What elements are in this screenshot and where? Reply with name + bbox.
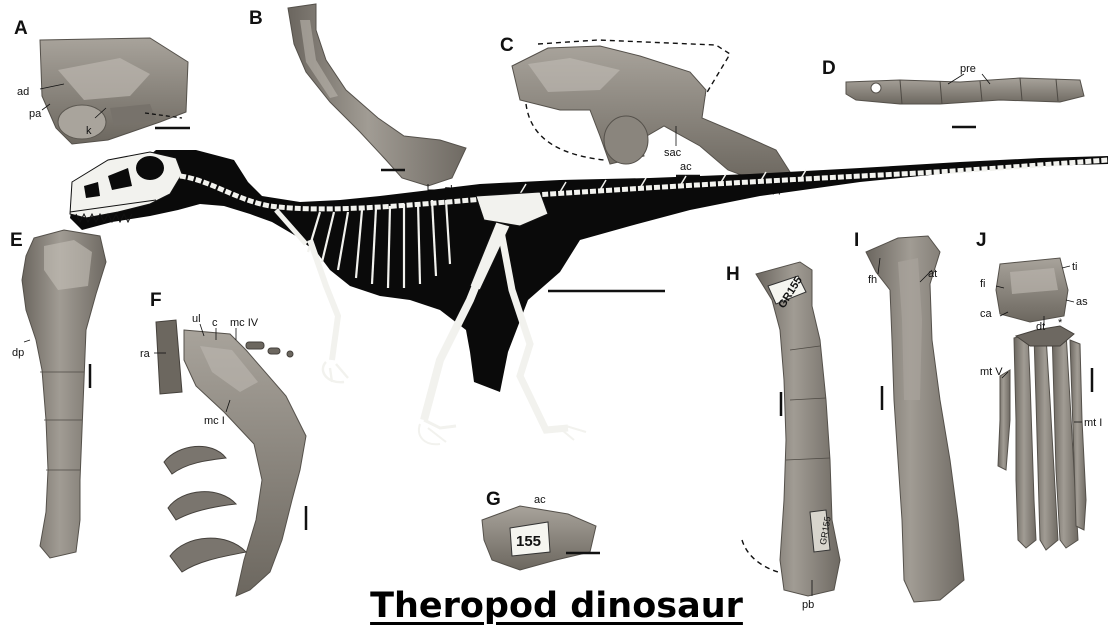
panel-h: H GR155 GR155 pb xyxy=(726,262,840,611)
panel-c-label-sac: sac xyxy=(664,147,682,159)
figure-title-text: Theropod dinosaur xyxy=(370,586,743,626)
panel-h-letter: H xyxy=(726,264,740,285)
panel-i: I fh at xyxy=(854,230,964,602)
panel-b-letter: B xyxy=(249,8,263,29)
panel-a: A ad pa k xyxy=(14,18,190,144)
panel-b: B gl xyxy=(249,4,466,196)
panel-g-label-ac: ac xyxy=(534,494,546,506)
panel-i-label-fh: fh xyxy=(868,274,877,286)
panel-a-letter: A xyxy=(14,18,28,39)
panel-j-letter: J xyxy=(976,230,987,251)
panel-e-letter: E xyxy=(10,230,23,251)
panel-g-specimen-tag: 155 xyxy=(516,533,541,550)
panel-j-label-ti: ti xyxy=(1072,261,1078,273)
panel-j-label-fi: fi xyxy=(980,278,986,290)
panel-a-label-k: k xyxy=(86,125,92,137)
panel-f-label-mc-i: mc I xyxy=(204,415,225,427)
panel-c: C sac ac pp xyxy=(500,35,790,195)
panel-f-bone-image xyxy=(156,320,182,394)
panel-j-metatarsals-image xyxy=(998,330,1086,550)
panel-e: E dp xyxy=(10,230,106,558)
panel-j-label-as: as xyxy=(1076,296,1088,308)
panel-i-letter: I xyxy=(854,230,859,251)
panel-d: D pre xyxy=(822,58,1084,127)
panel-d-bone-image xyxy=(846,78,1084,104)
panel-g: G 155 ac xyxy=(482,489,600,570)
panel-b-bone-image xyxy=(288,4,466,186)
panel-j-label-mt-i: mt I xyxy=(1084,417,1102,429)
panel-f-label-ra: ra xyxy=(140,348,151,360)
panel-j: J ti fi as ca dt * mt V mt I xyxy=(976,230,1102,550)
figure-title: Theropod dinosaur xyxy=(0,586,1113,626)
panel-e-label-dp: dp xyxy=(12,347,24,359)
panel-i-label-at: at xyxy=(928,268,937,280)
panel-a-label-pa: pa xyxy=(29,108,42,120)
panel-a-label-ad: ad xyxy=(17,86,29,98)
panel-f-label-mc-iv: mc IV xyxy=(230,317,259,329)
panel-j-label-dt: dt xyxy=(1036,321,1045,333)
panel-f-label-c: c xyxy=(212,317,218,329)
panel-c-label-ac: ac xyxy=(680,161,692,173)
panel-f-label-ul: ul xyxy=(192,313,201,325)
panel-j-label-ca: ca xyxy=(980,308,993,320)
panel-d-letter: D xyxy=(822,58,836,79)
panel-d-label-pre: pre xyxy=(960,63,976,75)
panel-c-letter: C xyxy=(500,35,514,56)
panel-j-label-asterisk: * xyxy=(1058,317,1063,329)
panel-f-letter: F xyxy=(150,290,162,311)
panel-j-label-mt-v: mt V xyxy=(980,366,1003,378)
panel-g-letter: G xyxy=(486,489,501,510)
panel-f: F ul c mc IV ra mc I xyxy=(140,290,306,596)
